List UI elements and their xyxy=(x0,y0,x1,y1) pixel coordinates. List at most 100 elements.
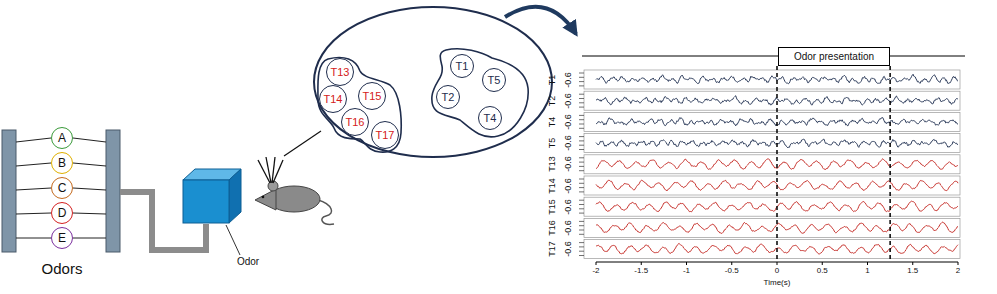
callout-label: Odor xyxy=(237,257,259,267)
odor-chamber-side xyxy=(229,169,241,223)
cluster-outline xyxy=(432,49,528,137)
channel-name: T16 xyxy=(548,220,557,236)
manifold-line xyxy=(73,138,106,142)
y-tick-label: -0.6 xyxy=(564,220,573,236)
y-tick xyxy=(579,94,584,95)
node-circle: E xyxy=(51,227,73,249)
y-tick xyxy=(579,242,584,243)
x-tick xyxy=(596,262,597,265)
y-tick xyxy=(579,128,584,129)
y-tick xyxy=(579,251,584,252)
x-tick xyxy=(686,262,687,265)
y-tick xyxy=(579,85,584,86)
leader-line xyxy=(284,131,321,156)
y-tick xyxy=(579,191,584,192)
y-tick xyxy=(579,119,584,120)
y-tick xyxy=(579,149,584,150)
x-tick xyxy=(958,262,959,265)
odor-onset-line xyxy=(889,66,891,262)
node-circle: T15 xyxy=(358,82,386,110)
y-tick xyxy=(579,145,584,146)
y-tick xyxy=(579,230,584,231)
x-tick-label: 1 xyxy=(865,267,869,275)
mouse-head xyxy=(255,189,276,210)
y-tick xyxy=(579,98,584,99)
node-label: T13 xyxy=(331,67,350,78)
plot-top-line xyxy=(582,56,965,57)
y-tick xyxy=(579,221,584,222)
axis-title: Time(s) xyxy=(764,279,791,287)
event-box: Odor presentation xyxy=(778,47,890,66)
trace-plot xyxy=(579,66,960,265)
x-tick xyxy=(641,262,642,265)
manifold-bar xyxy=(2,130,16,252)
x-tick-label: 2 xyxy=(956,267,960,275)
brain-region-ellipse: T13T14 T15T16T17 T1T5T2T4 xyxy=(313,6,553,158)
leader-line xyxy=(226,225,240,255)
y-tick xyxy=(579,107,584,108)
odor-chamber xyxy=(183,180,229,223)
trace-panel xyxy=(584,197,960,216)
node-label: B xyxy=(58,157,66,169)
x-tick xyxy=(822,262,823,265)
trace-panel xyxy=(584,112,960,131)
x-tick-label: 1.5 xyxy=(907,267,918,275)
node-circle: B xyxy=(51,152,73,174)
node-circle: C xyxy=(51,177,73,199)
manifold-line xyxy=(73,188,106,190)
y-tick-label: -0.6 xyxy=(564,135,573,151)
y-tick xyxy=(579,208,584,209)
y-tick xyxy=(579,234,584,235)
trace-panel xyxy=(584,176,960,195)
y-tick xyxy=(579,255,584,256)
y-tick xyxy=(579,204,584,205)
event-label: Odor presentation xyxy=(794,52,874,62)
node-label: T14 xyxy=(324,94,343,105)
y-tick-label: -0.6 xyxy=(564,114,573,130)
y-tick xyxy=(579,157,584,158)
y-tick xyxy=(579,179,584,180)
odor-onset-line xyxy=(776,66,778,262)
manifold-line xyxy=(73,163,106,166)
node-circle: T14 xyxy=(319,85,347,113)
node-label: T2 xyxy=(442,92,455,103)
manifold-line xyxy=(16,188,51,190)
node-circle: A xyxy=(51,127,73,149)
manifold-line xyxy=(73,213,106,214)
node-circle: T17 xyxy=(371,121,399,149)
node-label: T4 xyxy=(484,113,497,124)
x-tick-label: -0.5 xyxy=(725,267,739,275)
node-circle: D xyxy=(51,202,73,224)
channel-name: T15 xyxy=(548,199,557,215)
node-circle: T16 xyxy=(341,108,369,136)
node-circle: T5 xyxy=(482,68,506,92)
x-tick-label: 0 xyxy=(775,267,779,275)
node-label: D xyxy=(58,207,67,219)
y-tick-label: -0.6 xyxy=(564,93,573,109)
y-tick xyxy=(579,77,584,78)
y-tick xyxy=(579,124,584,125)
y-tick xyxy=(579,187,584,188)
channel-name: T17 xyxy=(548,241,557,257)
x-tick-label: -2 xyxy=(592,267,599,275)
tetrode-cluster: T13T14 T15T16T17 xyxy=(320,57,400,152)
y-tick-label: -0.6 xyxy=(564,241,573,257)
y-tick xyxy=(579,246,584,247)
trace-panel xyxy=(584,218,960,237)
channel-name: T1 xyxy=(548,74,557,85)
node-label: T5 xyxy=(488,75,501,86)
node-label: E xyxy=(58,232,66,244)
channel-name: T4 xyxy=(548,117,557,128)
y-tick xyxy=(579,102,584,103)
electrode-wire xyxy=(266,157,271,183)
mouse-eye xyxy=(262,196,265,199)
y-tick xyxy=(579,73,584,74)
manifold-lines xyxy=(16,138,106,238)
channel-name: T14 xyxy=(548,178,557,194)
node-label: T1 xyxy=(456,61,469,72)
trace-panel xyxy=(584,70,960,89)
tetrode-cluster: T1T5T2T4 xyxy=(432,48,528,138)
y-tick xyxy=(579,213,584,214)
